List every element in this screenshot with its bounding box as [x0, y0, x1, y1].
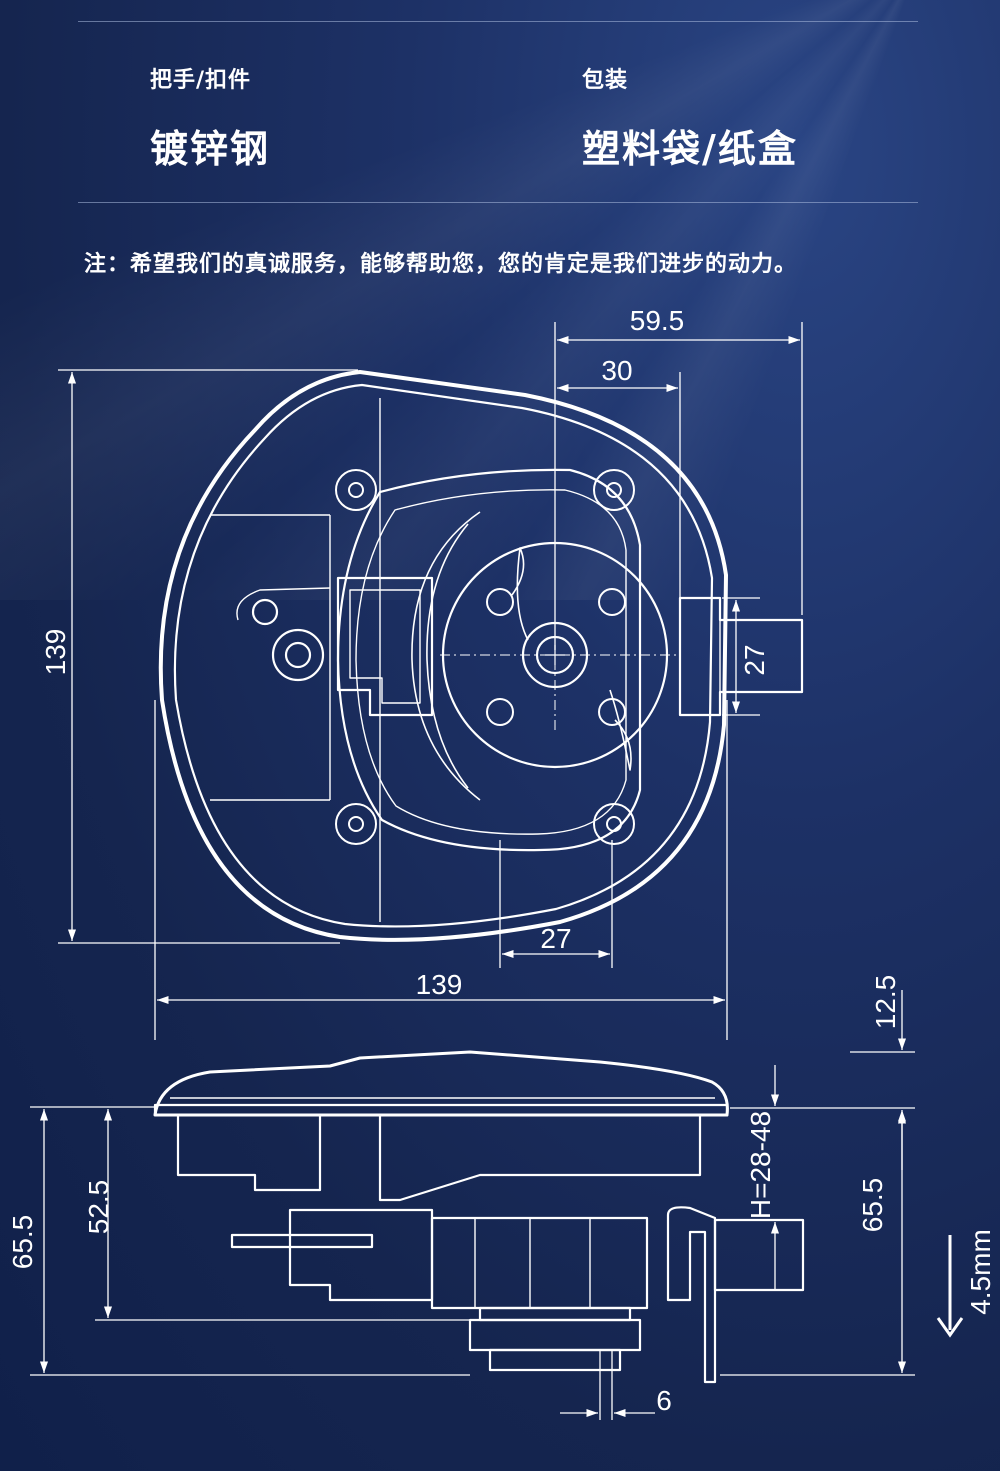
- dim-left-total: 65.5: [7, 1215, 38, 1270]
- divider-bottom: [78, 202, 918, 203]
- dim-top-width-half: 30: [601, 355, 632, 386]
- cavity-inner: [355, 489, 627, 835]
- dim-right-total: 65.5: [857, 1178, 888, 1233]
- cam-link-inner: [349, 589, 421, 704]
- dim-left-depth: 52.5: [83, 1180, 114, 1235]
- dim-flange: 12.5: [870, 975, 901, 1030]
- divider-top: [78, 21, 918, 22]
- latch-tongue: [713, 1218, 805, 1292]
- spring: [511, 547, 529, 641]
- dim-top-height: 139: [40, 629, 71, 676]
- latch-tab: [666, 1206, 717, 1384]
- spec-value-handle: 镀锌钢: [150, 127, 271, 171]
- spec-value-packaging: 塑料袋/纸盒: [582, 127, 798, 171]
- side-view: [153, 1050, 805, 1384]
- spec-label-handle: 把手/扣件: [150, 68, 252, 93]
- offset-arrow: [936, 1235, 964, 1338]
- left-stud: [271, 628, 325, 682]
- spring: [609, 689, 632, 771]
- mechanism-block: [430, 1216, 649, 1310]
- dim-grip-range: H=28-48: [745, 1111, 776, 1219]
- dim-bottom-width: 139: [416, 969, 463, 1000]
- dim-top-width-total: 59.5: [630, 305, 685, 336]
- guide-arc: [411, 511, 481, 801]
- cap-outline: [153, 1050, 729, 1117]
- screw-holes: [335, 469, 635, 845]
- side-dimension-lines: [30, 990, 915, 1420]
- cavity-outline: [336, 468, 642, 852]
- left-stud-nut: [284, 641, 312, 669]
- dim-side-tab: 27: [739, 644, 770, 675]
- cam-link: [336, 576, 434, 717]
- dim-bottom-tab: 6: [656, 1385, 672, 1416]
- dim-bottom-inner: 27: [540, 923, 571, 954]
- guide-arc: [426, 523, 469, 789]
- dimension-lines: [58, 322, 803, 1040]
- latch-bolt: [678, 596, 804, 717]
- outer-body-outline: [158, 370, 728, 942]
- service-note: 注：希望我们的真诚服务，能够帮助您，您的肯定是我们进步的动力。: [84, 252, 798, 277]
- centerlines: [440, 520, 680, 730]
- inner-body-outline: [173, 383, 714, 928]
- spec-label-packaging: 包装: [582, 68, 629, 93]
- housing-outline: [176, 1113, 322, 1192]
- top-view: [158, 370, 804, 942]
- bracket: [288, 1208, 434, 1302]
- nut-stack: [478, 1306, 632, 1322]
- housing-body: [320, 1113, 702, 1202]
- dim-offset: 4.5mm: [965, 1229, 996, 1315]
